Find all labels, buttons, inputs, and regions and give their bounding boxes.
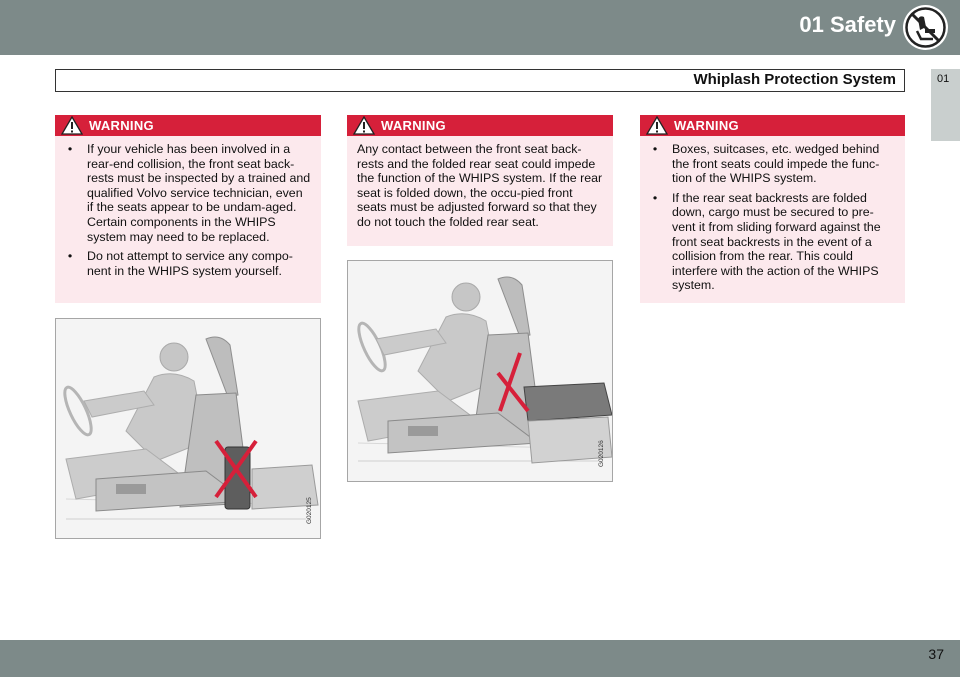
chapter-tab-label: 01 — [937, 73, 950, 85]
bullet-icon: • — [652, 190, 658, 205]
figure-code: G020125 — [306, 497, 313, 524]
whiplash-seat-icon — [903, 5, 948, 50]
list-item: • Boxes, suitcases, etc. wedged behind t… — [650, 142, 895, 186]
warning-header: WARNING — [347, 115, 613, 136]
warning-body: • If your vehicle has been involved in a… — [55, 136, 321, 291]
warning-triangle-icon — [646, 116, 668, 135]
warning-text: Do not attempt to service any compo-nent… — [87, 249, 293, 278]
warning-body: • Boxes, suitcases, etc. wedged behind t… — [640, 136, 905, 306]
warning-header: WARNING — [640, 115, 905, 136]
warning-triangle-icon — [353, 116, 375, 135]
warning-box-2: WARNING Any contact between the front se… — [347, 115, 613, 246]
section-header: Whiplash Protection System — [55, 69, 905, 92]
bullet-icon: • — [67, 142, 73, 156]
warning-box-3: WARNING • Boxes, suitcases, etc. wedged … — [640, 115, 905, 303]
seat-illustration-1 — [56, 319, 320, 538]
warning-title: WARNING — [89, 118, 154, 133]
warning-text: Boxes, suitcases, etc. wedged behind the… — [672, 142, 880, 186]
warning-text: If the rear seat backrests are folded do… — [672, 190, 881, 293]
warning-title: WARNING — [674, 118, 739, 133]
chapter-header-bar: 01 Safety — [0, 0, 960, 55]
warning-body: Any contact between the front seat back-… — [347, 136, 613, 238]
warning-text: Any contact between the front seat back-… — [357, 142, 603, 229]
list-item: • Do not attempt to service any compo-ne… — [65, 249, 311, 278]
warning-triangle-icon — [61, 116, 83, 135]
list-item: • If the rear seat backrests are folded … — [650, 191, 895, 293]
warning-header: WARNING — [55, 115, 321, 136]
bullet-icon: • — [652, 142, 658, 156]
warning-box-1: WARNING • If your vehicle has been invol… — [55, 115, 321, 303]
warning-text: If your vehicle has been involved in a r… — [87, 142, 311, 244]
warning-title: WARNING — [381, 118, 446, 133]
chapter-tab: 01 — [931, 69, 960, 141]
chapter-title: 01 Safety — [799, 12, 896, 37]
section-title: Whiplash Protection System — [693, 71, 896, 88]
figure-seat-folded-rear: G020126 — [347, 260, 613, 482]
figure-code: G020126 — [598, 440, 605, 467]
bullet-icon: • — [67, 249, 73, 264]
seat-illustration-2 — [348, 261, 612, 481]
footer-bar: 37 — [0, 640, 960, 677]
page-number: 37 — [928, 646, 944, 662]
figure-seat-box-behind: G020125 — [55, 318, 321, 539]
list-item: • If your vehicle has been involved in a… — [65, 142, 311, 244]
